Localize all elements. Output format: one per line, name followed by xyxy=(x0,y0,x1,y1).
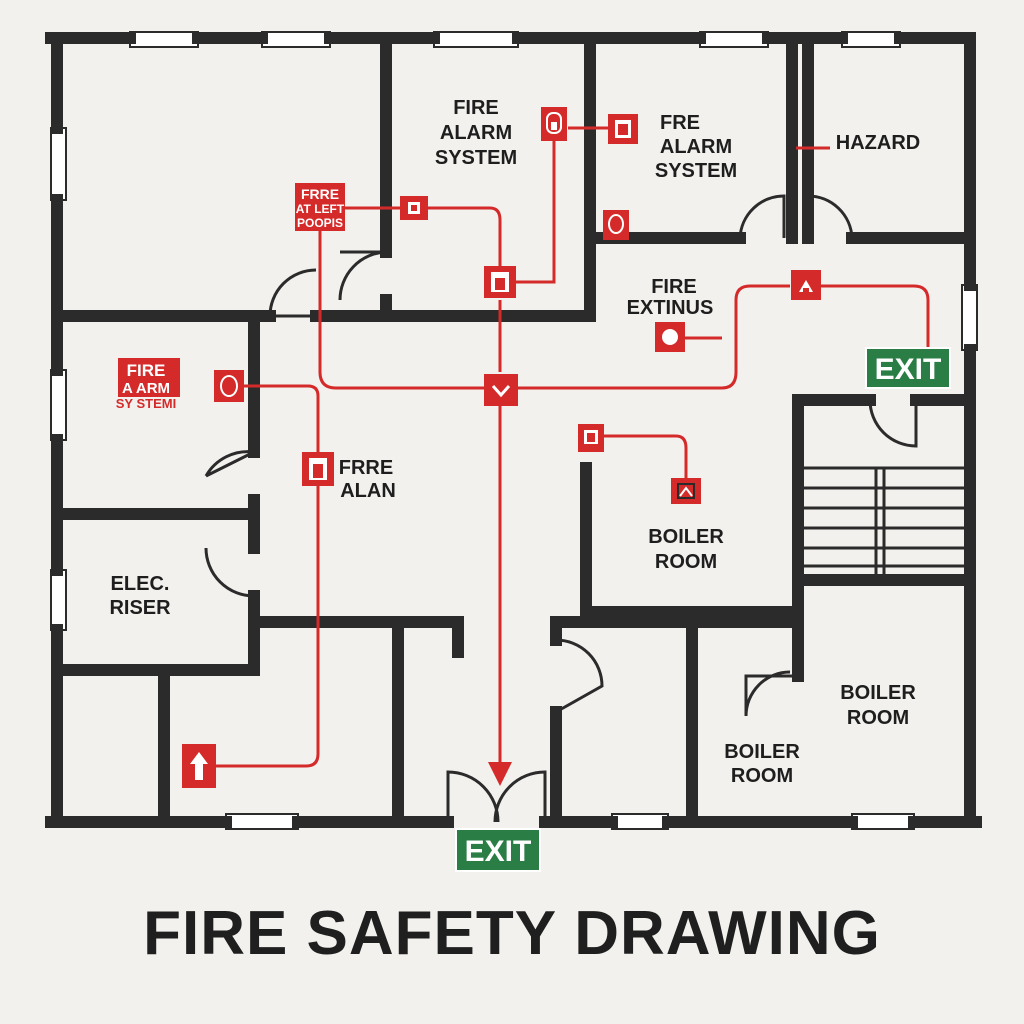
doors xyxy=(204,194,918,823)
window xyxy=(961,284,978,351)
red-label-line: FRRE xyxy=(301,186,339,202)
exit-arrow-head xyxy=(488,762,512,786)
door-swing xyxy=(868,399,918,448)
room-label-line: ROOM xyxy=(655,551,717,573)
room-label-line: ROOM xyxy=(847,707,909,729)
fire-alert-points-label: FRRE AT LEFT POOPIS xyxy=(295,183,345,231)
red-label-line: A ARM xyxy=(122,380,170,397)
room-label-line: ALARM xyxy=(440,122,512,144)
fire-alarm-bell-icon xyxy=(541,107,567,141)
window xyxy=(851,813,915,830)
route-line xyxy=(318,230,484,390)
sprinkler-icon xyxy=(671,478,701,504)
window xyxy=(699,31,769,48)
fire-hose-icon xyxy=(791,270,821,300)
room-label-line: EXTINUS xyxy=(627,297,714,319)
manual-call-point-icon xyxy=(400,196,428,220)
exit-sign-right: EXIT xyxy=(865,347,951,389)
window xyxy=(611,813,669,830)
room-label-boiler-room-right: BOILER ROOM xyxy=(840,682,916,729)
room-label-boiler-room-center: BOILER ROOM xyxy=(648,526,724,573)
door-swing xyxy=(807,194,854,239)
exit-direction-icon xyxy=(484,374,518,406)
manual-call-point-icon xyxy=(484,266,516,298)
window xyxy=(50,369,67,441)
room-label-line: ROOM xyxy=(731,765,793,787)
door-swing xyxy=(493,770,547,823)
door-swing xyxy=(338,250,387,301)
route-line xyxy=(518,284,790,390)
page-title: FIRE SAFETY DRAWING xyxy=(143,899,881,968)
room-label-line: FRE xyxy=(660,112,700,134)
room-label-fire-alarm-right: FRE ALARM SYSTEM xyxy=(655,112,737,182)
room-label-line: BOILER xyxy=(648,526,724,548)
route-line xyxy=(242,384,320,456)
room-label-line: FIRE xyxy=(651,276,697,298)
fire-extinguisher-icon xyxy=(302,452,334,486)
fire-alarm-system-label-left: FIRE A ARM SY STEMI xyxy=(114,358,180,411)
door-swing xyxy=(744,670,798,717)
room-label-line: RISER xyxy=(109,597,171,619)
window xyxy=(261,31,331,48)
red-label-line: FIRE xyxy=(127,361,166,380)
window xyxy=(50,127,67,201)
route-line xyxy=(344,206,502,268)
room-label-line: FRRE xyxy=(339,457,393,479)
room-label-fire-alarm-top: FIRE ALARM SYSTEM xyxy=(435,97,517,169)
up-arrow-icon xyxy=(182,744,216,788)
fire-alarm-bell-icon xyxy=(603,210,629,240)
room-label-hazard: HAZARD xyxy=(836,132,920,154)
room-label-line: ELEC. xyxy=(111,573,170,595)
room-label-line: ALAN xyxy=(340,480,396,502)
manual-call-point-icon xyxy=(608,114,638,144)
window xyxy=(225,813,299,830)
route-line xyxy=(604,434,688,478)
door-swing xyxy=(204,450,255,478)
room-label-line: BOILER xyxy=(724,741,800,763)
route-line xyxy=(820,284,930,350)
room-label-fire-extinus: FIRE EXTINUS xyxy=(627,276,714,319)
door-swing xyxy=(555,638,604,714)
manual-call-point-icon xyxy=(578,424,604,452)
door-swing xyxy=(204,547,255,598)
alarm-wiring xyxy=(216,126,930,786)
room-label-line: ALARM xyxy=(660,136,732,158)
door-swing xyxy=(738,194,786,239)
room-label-line: BOILER xyxy=(840,682,916,704)
red-label-line: POOPIS xyxy=(297,216,343,230)
room-label-boiler-room-bottom: BOILER ROOM xyxy=(724,741,800,787)
red-label-line: SY STEMI xyxy=(116,396,176,411)
room-label-elec-riser: ELEC. RISER xyxy=(109,573,171,619)
exit-label: EXIT xyxy=(465,835,532,868)
room-label-line: SYSTEM xyxy=(655,160,737,182)
window xyxy=(841,31,901,48)
room-label-line: FIRE xyxy=(453,97,499,119)
exit-label: EXIT xyxy=(875,353,942,386)
window xyxy=(433,31,519,48)
window xyxy=(50,569,67,631)
route-line xyxy=(216,486,320,768)
stairs xyxy=(804,466,964,580)
fire-alarm-bell-icon xyxy=(214,370,244,402)
door-swing xyxy=(268,268,317,318)
room-label-frre-alan: FRRE ALAN xyxy=(339,457,396,502)
window xyxy=(129,31,199,48)
door-swing xyxy=(446,770,500,823)
red-label-line: AT LEFT xyxy=(296,202,345,216)
exit-sign-bottom: EXIT xyxy=(455,828,541,872)
smoke-detector-icon xyxy=(655,322,685,352)
room-label-line: SYSTEM xyxy=(435,147,517,169)
route-line xyxy=(512,138,556,284)
